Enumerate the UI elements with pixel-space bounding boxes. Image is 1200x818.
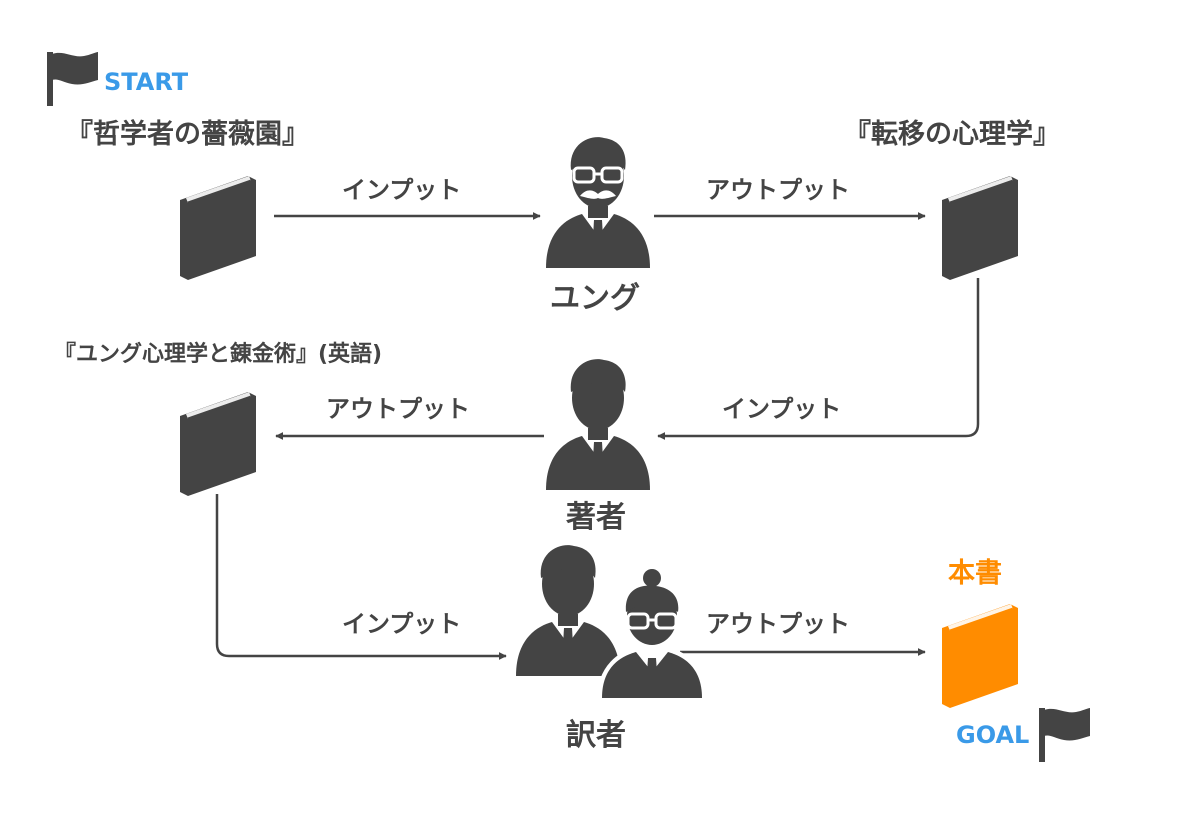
book-icon-this-book — [940, 602, 1020, 710]
arrow-transference-to-author — [657, 278, 980, 440]
start-label: START — [104, 68, 189, 96]
book-title-transference: 『転移の心理学』 — [844, 119, 1060, 150]
arrow-jung-alchemy-to-translators — [215, 494, 507, 660]
person-label-translators: 訳者 — [566, 718, 626, 753]
book-title-rosegarden: 『哲学者の薔薇園』 — [66, 119, 309, 150]
goal-flag-icon — [1042, 708, 1090, 762]
translator-man-icon — [516, 545, 620, 676]
edge-label-output-3: アウトプット — [706, 610, 850, 638]
edge-label-input-1: インプット — [342, 176, 462, 204]
book-icon-rosegarden — [178, 174, 258, 282]
jung-person-icon — [546, 137, 650, 268]
book-title-jung-alchemy: 『ユング心理学と錬金術』(英語) — [54, 342, 383, 367]
book-icon-jung-alchemy — [178, 390, 258, 498]
start-flag-icon — [50, 52, 98, 106]
person-label-author: 著者 — [566, 500, 626, 535]
author-person-icon — [546, 359, 650, 490]
edge-label-input-2: インプット — [722, 395, 842, 423]
translator-woman-icon — [596, 567, 708, 703]
edge-label-input-3: インプット — [342, 610, 462, 638]
edge-label-output-2: アウトプット — [326, 395, 470, 423]
person-label-jung: ユング — [550, 281, 640, 316]
book-title-this-book: 本書 — [948, 558, 1002, 589]
goal-label: GOAL — [956, 721, 1030, 749]
edge-label-output-1: アウトプット — [706, 176, 850, 204]
book-icon-transference — [940, 174, 1020, 282]
